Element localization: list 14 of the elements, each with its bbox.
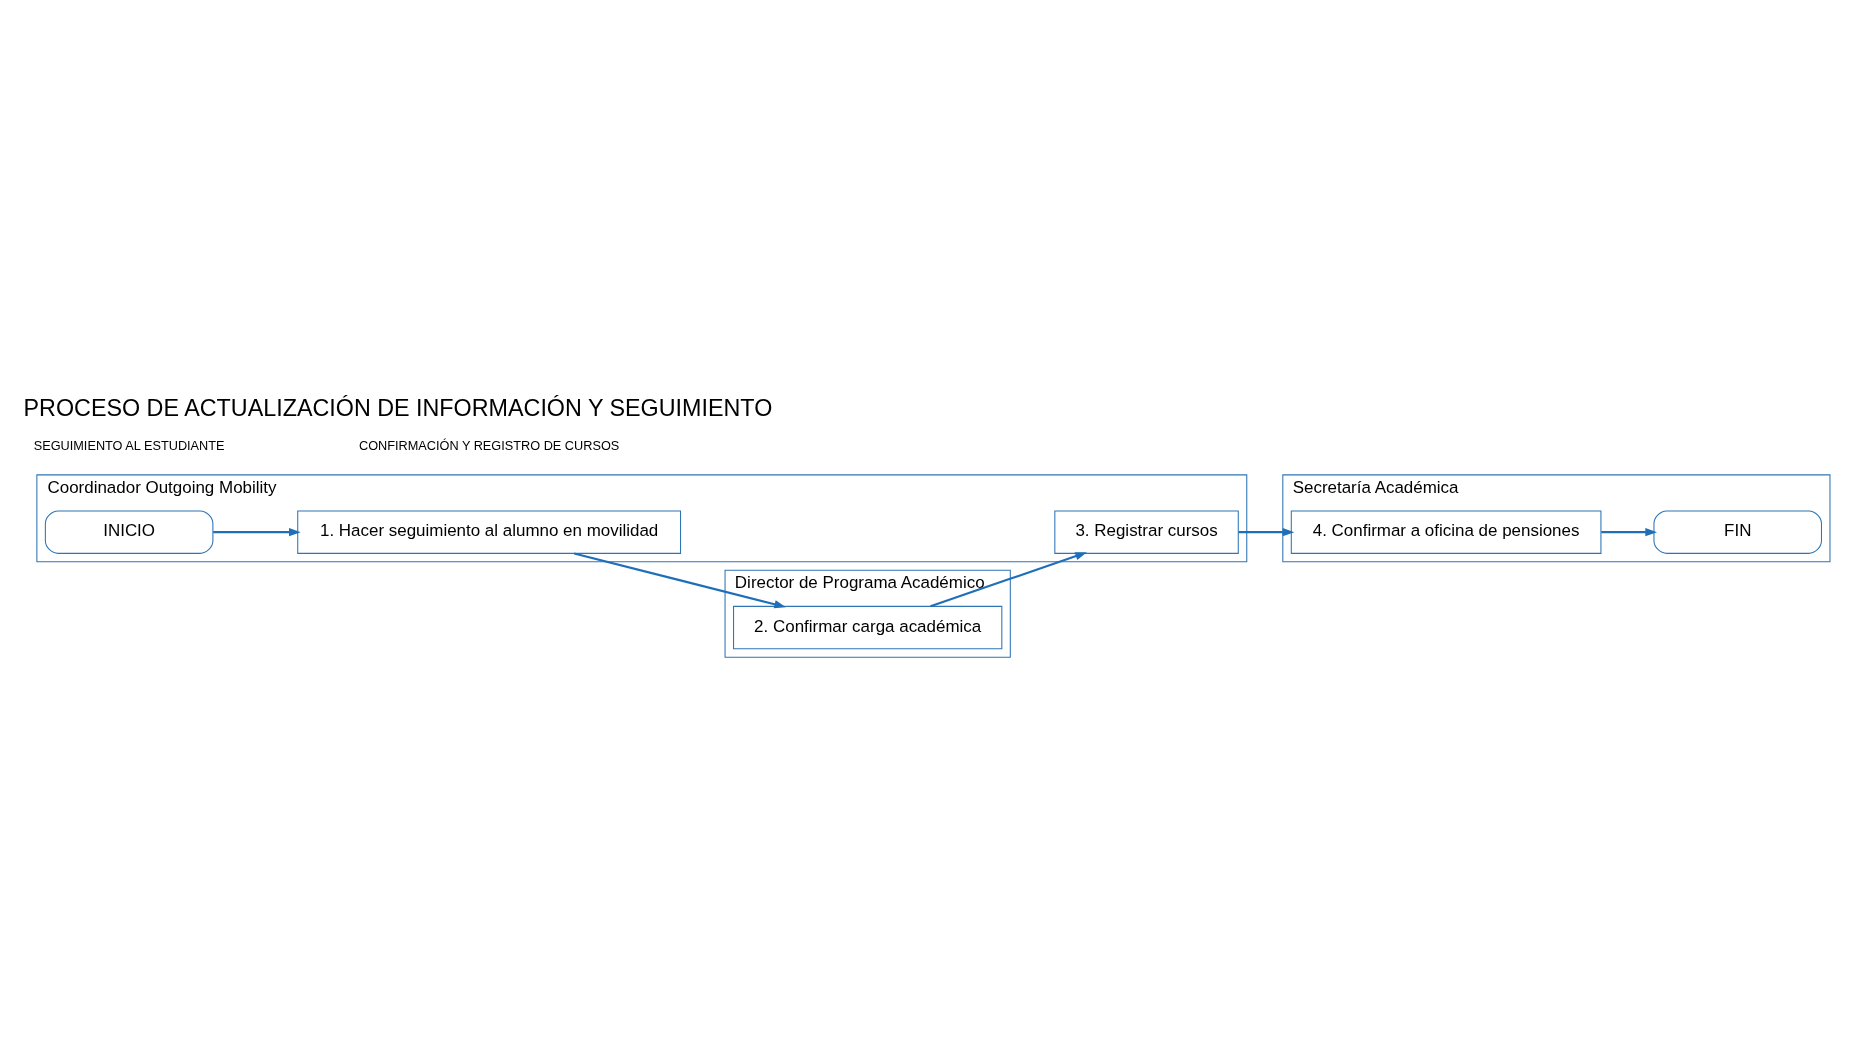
arrow bbox=[573, 552, 786, 609]
label: CONFIRMACIÓN Y REGISTRO DE CURSOS bbox=[358, 437, 620, 453]
label: SEGUIMIENTO AL ESTUDIANTE bbox=[33, 437, 225, 453]
arrow bbox=[930, 552, 1087, 608]
node-box: 3. Registrar cursos bbox=[1054, 510, 1239, 554]
node-box: 1. Hacer seguimiento al alumno en movilidad bbox=[297, 510, 682, 554]
node-box: INICIO bbox=[44, 510, 214, 554]
arrow bbox=[213, 528, 301, 537]
diagram-title: PROCESO DE ACTUALIZACIÓN DE INFORMACIÓN Y SEGUIMIENTO bbox=[23, 395, 773, 422]
arrow bbox=[1601, 528, 1657, 537]
node-box: 4. Confirmar a oficina de pensiones bbox=[1290, 510, 1602, 554]
arrow bbox=[1238, 528, 1295, 537]
node-box: FIN bbox=[1653, 510, 1822, 554]
node-box: 2. Confirmar carga académica bbox=[733, 605, 1003, 650]
